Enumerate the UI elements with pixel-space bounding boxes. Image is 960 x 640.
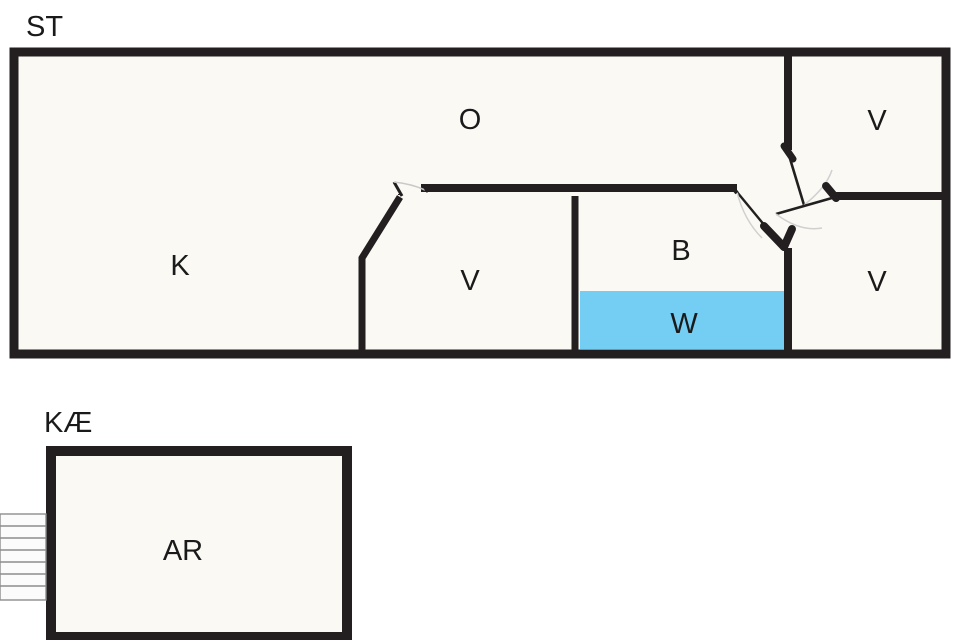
door-jamb bbox=[423, 187, 430, 193]
door-v2-v3 bbox=[775, 182, 840, 230]
main-building-group bbox=[9, 47, 951, 359]
outbuilding-group bbox=[0, 446, 352, 640]
room-label-w: W bbox=[670, 308, 698, 340]
room-label-ar: AR bbox=[163, 535, 203, 567]
stairs-icon bbox=[0, 513, 47, 601]
door-swing-arc bbox=[736, 191, 763, 239]
door-jamb-stub bbox=[731, 186, 739, 195]
unit-label-st: ST bbox=[26, 11, 63, 43]
door-swing-arc bbox=[775, 213, 823, 230]
outbuilding-outer-wall bbox=[46, 446, 352, 640]
room-label-b: B bbox=[671, 235, 690, 267]
room-label-v1: V bbox=[460, 265, 480, 297]
door-hinge bbox=[780, 142, 797, 163]
door-b-corner bbox=[731, 186, 796, 251]
door-hinge bbox=[822, 182, 840, 202]
door-hinge-a bbox=[760, 222, 788, 251]
door-leaf bbox=[775, 196, 833, 216]
door-leaf bbox=[392, 181, 404, 197]
main-building-outer-wall bbox=[9, 47, 951, 359]
outbuilding-interior-fill bbox=[56, 456, 342, 632]
room-label-o: O bbox=[459, 104, 482, 136]
door-swing-arc bbox=[393, 181, 426, 191]
door-b-v2 bbox=[780, 142, 833, 206]
room-label-v2: V bbox=[867, 105, 887, 137]
room-w-fill bbox=[580, 291, 784, 349]
door-v1-o bbox=[392, 181, 430, 197]
wall-k-v1 bbox=[358, 195, 403, 350]
unit-label-kae: KÆ bbox=[44, 407, 92, 439]
door-swing-arc bbox=[803, 169, 833, 206]
room-label-k: K bbox=[170, 250, 190, 282]
door-hinge-b bbox=[780, 225, 796, 251]
room-label-v3: V bbox=[867, 266, 887, 298]
